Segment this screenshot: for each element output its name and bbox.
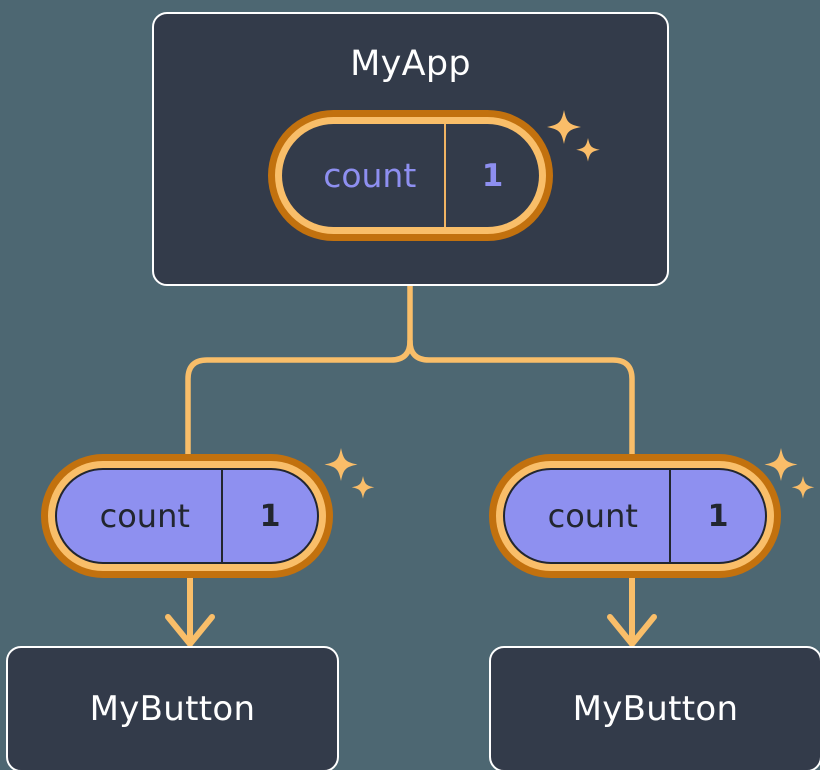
my-button-title: MyButton	[89, 689, 256, 729]
pill-outer-ring: count 1	[41, 454, 333, 578]
sparkle-small-icon	[791, 476, 815, 499]
arrow-down-icon	[165, 575, 215, 647]
state-key: count	[99, 497, 190, 535]
arrow-down-icon	[607, 575, 657, 647]
state-value: 1	[707, 498, 729, 534]
pill-outer-ring: count 1	[268, 110, 553, 241]
my-button-card-left[interactable]: MyButton	[6, 646, 339, 770]
branch-connector-right-icon	[407, 338, 635, 457]
state-pill-left[interactable]: count 1	[41, 454, 333, 578]
pill-body: count 1	[282, 124, 539, 227]
pill-inner-ring: count 1	[496, 461, 774, 571]
state-pill-right[interactable]: count 1	[489, 454, 781, 578]
my-button-card-right[interactable]: MyButton	[489, 646, 820, 770]
pill-body: count 1	[503, 468, 767, 564]
pill-divider	[220, 470, 223, 562]
branch-connector-icon	[185, 283, 413, 457]
pill-outer-ring: count 1	[489, 454, 781, 578]
state-key: count	[547, 497, 638, 535]
pill-divider	[443, 124, 446, 227]
state-key: count	[323, 156, 417, 195]
my-button-title: MyButton	[572, 689, 739, 729]
pill-inner-ring: count 1	[275, 117, 546, 234]
state-value: 1	[259, 498, 281, 534]
my-app-title: MyApp	[350, 44, 471, 84]
state-value: 1	[481, 157, 504, 194]
state-pill-my-app[interactable]: count 1	[268, 110, 553, 241]
pill-body: count 1	[55, 468, 319, 564]
pill-divider	[668, 470, 671, 562]
pill-inner-ring: count 1	[48, 461, 326, 571]
sparkle-small-icon	[351, 476, 375, 499]
